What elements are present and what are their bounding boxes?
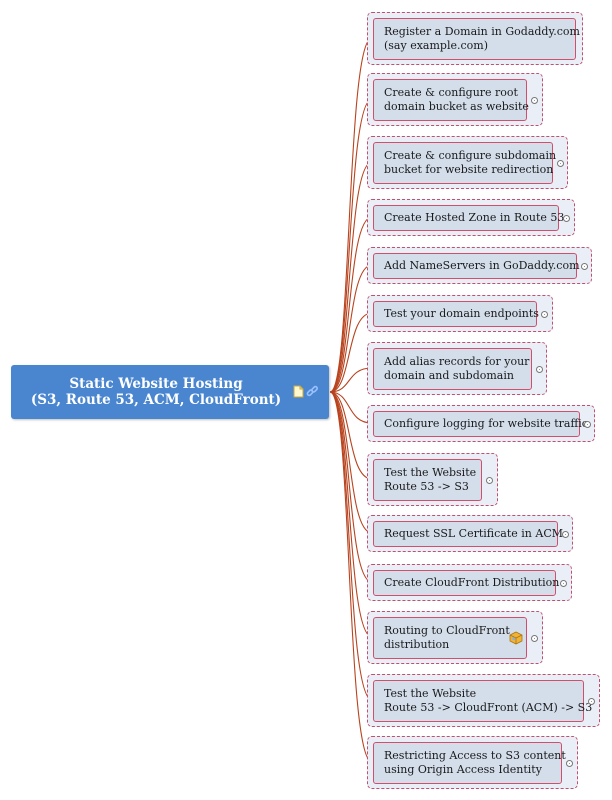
connector-10 bbox=[329, 391, 373, 534]
connector-4 bbox=[329, 216, 373, 393]
topic-label-line: domain and subdomain bbox=[384, 369, 514, 382]
link-icon[interactable] bbox=[306, 385, 319, 398]
topic-label-line: Add alias records for your bbox=[384, 355, 530, 368]
topic-label-line: Add NameServers in GoDaddy.com bbox=[384, 259, 580, 272]
connector-7 bbox=[329, 367, 373, 393]
topic-label-line: distribution bbox=[384, 638, 450, 651]
central-topic-title: Static Website Hosting (S3, Route 53, AC… bbox=[21, 376, 291, 408]
topic-label-line: using Origin Access Identity bbox=[384, 763, 542, 776]
branch-5: Add NameServers in GoDaddy.com bbox=[367, 247, 592, 284]
connector-6 bbox=[329, 312, 373, 393]
package-icon bbox=[509, 631, 523, 645]
topic-10[interactable]: Request SSL Certificate in ACM bbox=[373, 521, 563, 547]
topic-label-line: Test the Website bbox=[384, 466, 477, 479]
topic-label-line: Test your domain endpoints bbox=[384, 307, 539, 320]
expand-icon[interactable] bbox=[531, 634, 538, 642]
connector-13 bbox=[329, 391, 373, 701]
connector-5 bbox=[329, 264, 373, 393]
connector-9 bbox=[329, 391, 373, 480]
topic-4[interactable]: Create Hosted Zone in Route 53 bbox=[373, 205, 565, 231]
branch-10: Request SSL Certificate in ACM bbox=[367, 515, 573, 552]
central-topic-line-1: Static Website Hosting bbox=[69, 376, 243, 392]
branch-8: Configure logging for website traffic bbox=[367, 405, 595, 442]
expand-icon[interactable] bbox=[560, 579, 567, 587]
central-topic-line-2: (S3, Route 53, ACM, CloudFront) bbox=[30, 392, 282, 408]
topic-label-line: Create Hosted Zone in Route 53 bbox=[384, 211, 565, 224]
expand-icon[interactable] bbox=[581, 262, 588, 270]
topic-label-line: Routing to CloudFront bbox=[384, 624, 510, 637]
topic-1[interactable]: Register a Domain in Godaddy.com(say exa… bbox=[373, 18, 580, 60]
expand-icon[interactable] bbox=[541, 310, 548, 318]
topic-label-line: Create & configure subdomain bbox=[384, 149, 557, 162]
topic-label-line: Route 53 -> CloudFront (ACM) -> S3 bbox=[384, 701, 593, 714]
branch-4: Create Hosted Zone in Route 53 bbox=[367, 199, 575, 236]
expand-icon[interactable] bbox=[584, 420, 591, 428]
topic-label-line: Request SSL Certificate in ACM bbox=[384, 527, 563, 540]
expand-icon[interactable] bbox=[562, 530, 569, 538]
connector-1 bbox=[329, 37, 373, 393]
topic-8[interactable]: Configure logging for website traffic bbox=[373, 411, 588, 437]
note-icon[interactable] bbox=[293, 385, 304, 398]
topic-label-line: Configure logging for website traffic bbox=[384, 417, 588, 430]
connector-3 bbox=[329, 161, 373, 393]
branch-1: Register a Domain in Godaddy.com(say exa… bbox=[367, 12, 583, 65]
central-topic[interactable]: Static Website Hosting (S3, Route 53, AC… bbox=[11, 365, 329, 419]
expand-icon[interactable] bbox=[557, 159, 564, 167]
expand-icon[interactable] bbox=[536, 365, 543, 373]
connector-14 bbox=[329, 391, 373, 763]
topic-label-line: bucket for website redirection bbox=[384, 163, 554, 176]
expand-icon[interactable] bbox=[588, 697, 595, 705]
branch-6: Test your domain endpoints bbox=[367, 295, 553, 332]
topic-label-line: Register a Domain in Godaddy.com bbox=[384, 25, 580, 38]
topic-label-line: Create & configure root bbox=[384, 86, 518, 99]
topic-label-line: Restricting Access to S3 content bbox=[384, 749, 566, 762]
topic-label-line: (say example.com) bbox=[384, 39, 488, 52]
connector-11 bbox=[329, 391, 373, 583]
connector-8 bbox=[329, 391, 373, 424]
topic-label-line: Create CloudFront Distribution bbox=[384, 576, 560, 589]
expand-icon[interactable] bbox=[531, 96, 538, 104]
topic-label-line: domain bucket as website bbox=[384, 100, 529, 113]
topic-6[interactable]: Test your domain endpoints bbox=[373, 301, 539, 327]
expand-icon[interactable] bbox=[563, 214, 570, 222]
connector-2 bbox=[329, 98, 373, 393]
connector-12 bbox=[329, 391, 373, 638]
topic-label-line: Route 53 -> S3 bbox=[384, 480, 469, 493]
expand-icon[interactable] bbox=[566, 759, 573, 767]
expand-icon[interactable] bbox=[486, 476, 493, 484]
topic-label-line: Test the Website bbox=[384, 687, 477, 700]
topic-11[interactable]: Create CloudFront Distribution bbox=[373, 570, 560, 596]
topic-5[interactable]: Add NameServers in GoDaddy.com bbox=[373, 253, 580, 279]
branch-11: Create CloudFront Distribution bbox=[367, 564, 572, 601]
